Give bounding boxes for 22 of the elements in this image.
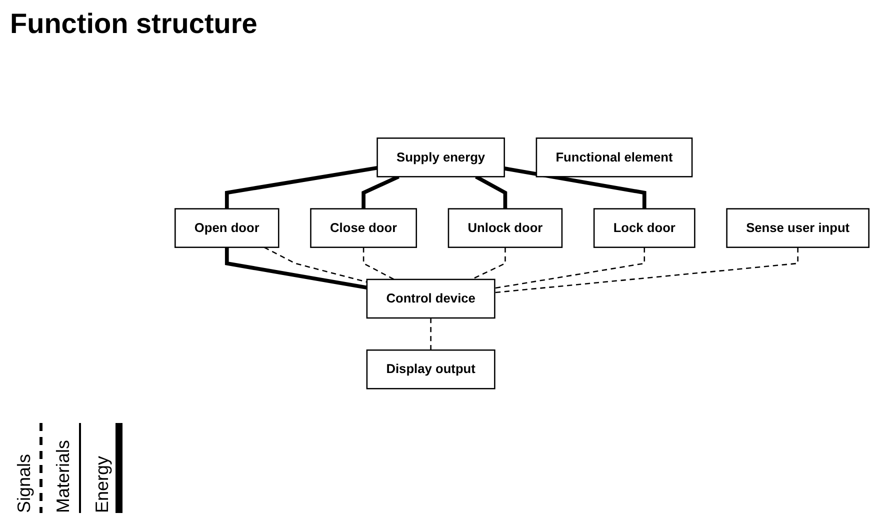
legend-label: Materials — [53, 440, 74, 513]
node-box: Functional element — [536, 138, 693, 178]
node-box: Control device — [366, 278, 496, 319]
node-box: Sense user input — [726, 208, 870, 248]
connector — [504, 166, 646, 209]
node-box: Lock door — [593, 208, 696, 248]
connector — [494, 247, 798, 294]
legend-label: Signals — [14, 454, 35, 513]
node-box: Close door — [310, 208, 417, 248]
legend-label: Energy — [92, 456, 113, 513]
connector — [362, 175, 400, 209]
connector — [224, 247, 368, 290]
node-box: Display output — [366, 350, 496, 390]
node-box: Supply energy — [376, 138, 505, 178]
connector — [224, 166, 378, 209]
connector — [362, 247, 394, 280]
node-box: Open door — [174, 208, 280, 248]
connector — [430, 318, 432, 350]
connector — [475, 175, 508, 209]
diagram-title: Function structure — [10, 8, 258, 40]
connector — [494, 247, 646, 289]
node-box: Unlock door — [448, 208, 563, 248]
